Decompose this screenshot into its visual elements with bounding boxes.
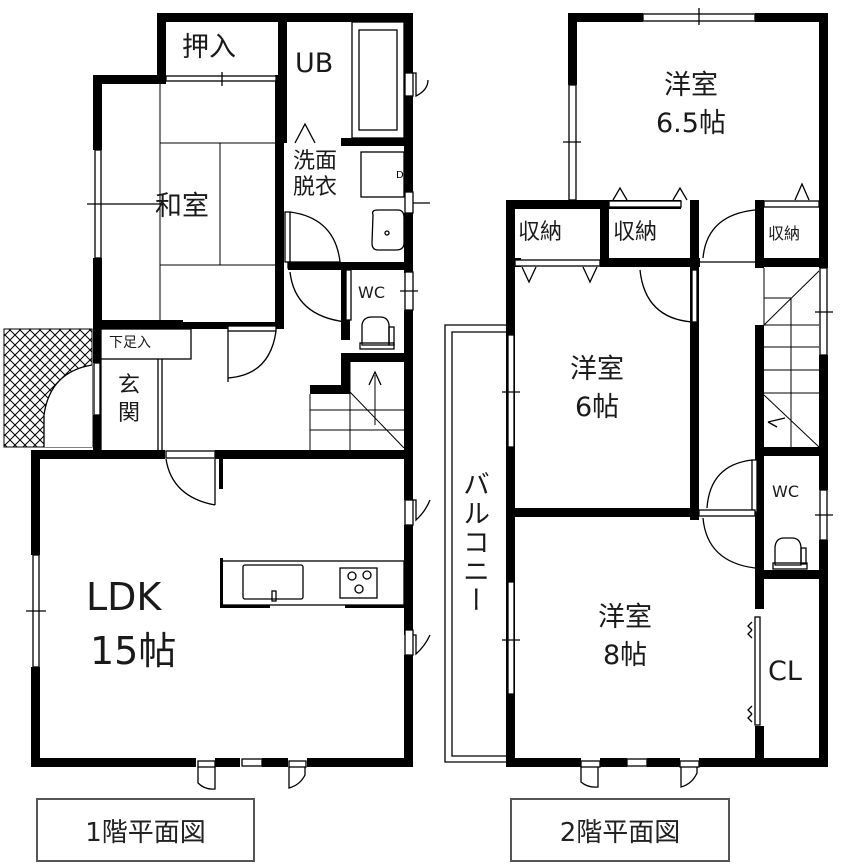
room-label-oshiire: 押入 [182, 32, 236, 63]
room-label-getabako: 下足入 [109, 335, 151, 351]
floor1-plan: D [3, 13, 431, 790]
room-label-shuno-3: 収納 [768, 224, 801, 243]
room-label-ldk-size: 15帖 [90, 629, 177, 673]
room-label-shuno-1: 収納 [518, 220, 563, 245]
room-label-yoshitsu-c-size: 8帖 [603, 640, 648, 671]
room-label-yoshitsu-c: 洋室 [598, 602, 652, 633]
room-label-unit-bath: UB [295, 48, 334, 79]
room-label-balcony: バルコニー [458, 470, 489, 615]
room-label-washitsu: 和室 [155, 191, 209, 222]
room-label-yoshitsu-b-size: 6帖 [575, 392, 620, 423]
svg-text:D: D [396, 170, 404, 181]
room-label-wc-1f: WC [358, 283, 385, 302]
room-label-senmen-line2: 脱衣 [293, 175, 338, 200]
room-label-ldk: LDK [86, 575, 162, 619]
room-label-shuno-2: 収納 [613, 220, 658, 245]
floor1-caption: 1階平面図 [36, 798, 255, 862]
room-label-yoshitsu-a-size: 6.5帖 [656, 108, 726, 139]
room-label-senmen-line1: 洗面 [293, 149, 338, 174]
room-label-yoshitsu-b: 洋室 [570, 354, 624, 385]
room-label-yoshitsu-a: 洋室 [664, 70, 718, 101]
room-label-closet: CL [768, 656, 802, 687]
floor2-plan [444, 8, 833, 788]
floor2-caption: 2階平面図 [510, 798, 730, 862]
room-label-genkan-line1: 玄 [118, 373, 141, 398]
room-label-genkan-line2: 関 [118, 401, 141, 426]
room-label-wc-2f: WC [772, 482, 799, 501]
